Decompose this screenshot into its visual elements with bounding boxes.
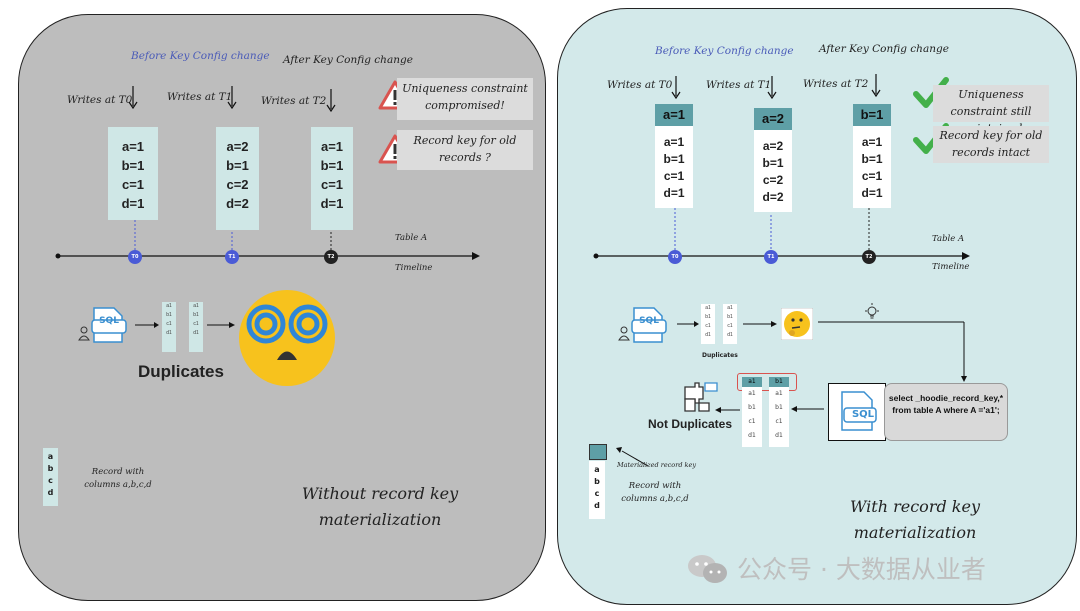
timeline-dot-t1 — [225, 250, 239, 264]
materialized-key-swatch — [589, 444, 607, 460]
warning-uniqueness: Uniqueness constraint compromised! — [397, 78, 533, 120]
record-field: d=1 — [121, 196, 145, 211]
record-field: c=1 — [663, 169, 685, 183]
dizzy-face-icon — [239, 290, 335, 386]
sql-file-label: SQL — [99, 316, 119, 326]
record-field: b=1 — [121, 158, 145, 173]
writes-label-t0: Writes at T0 — [67, 94, 133, 106]
record-field: c=1 — [861, 169, 883, 183]
materialized-key-label: Materialized record key — [617, 461, 697, 469]
after-key-config-label: After Key Config change — [819, 43, 949, 55]
legend-text: Record with columns a,b,c,d — [621, 481, 689, 504]
record-box-t1: a=2 b=1 c=2 d=2 — [216, 127, 259, 230]
record-field: a=2 — [226, 139, 249, 154]
sql-file-label: SQL — [639, 316, 659, 326]
legend-text: Record with columns a,b,c,d — [84, 467, 152, 490]
warning-record-key: Record key for old records ? — [397, 130, 533, 170]
writes-label-t1: Writes at T1 — [706, 79, 772, 91]
record-box-t2: a=1 b=1 c=1 d=1 — [311, 127, 353, 230]
timeline-label: Timeline — [932, 262, 970, 272]
sql-file-icon — [91, 307, 127, 343]
left-arrows — [55, 86, 480, 328]
after-key-config-label: After Key Config change — [283, 54, 413, 66]
sql-query-label: SQL — [851, 409, 875, 420]
record-field: c=2 — [226, 177, 249, 192]
record-field: d=2 — [762, 190, 784, 204]
writes-label-t0: Writes at T0 — [607, 79, 673, 91]
tick-label-t0: T0 — [671, 254, 679, 260]
record-field: a=1 — [121, 139, 145, 154]
timeline-label: Timeline — [395, 263, 433, 273]
keyed-record-box-t0: a=1 a=1 b=1 c=1 d=1 — [655, 104, 693, 208]
record-field: a=1 — [861, 135, 883, 149]
user-icon — [78, 326, 90, 341]
sql-query-text: select _hoodie_record_key,* from table A… — [884, 383, 1008, 441]
record-field: c=1 — [320, 177, 344, 192]
right-arrows — [593, 74, 970, 467]
record-field: d=1 — [320, 196, 344, 211]
record-field: b=1 — [861, 152, 883, 166]
duplicates-label: Duplicates — [138, 362, 224, 381]
puzzle-icon — [684, 382, 718, 412]
highlight-keys — [737, 373, 797, 391]
table-label: Table A — [395, 233, 428, 243]
record-field: b=1 — [762, 156, 784, 170]
check-record-key: Record key for old records intact — [933, 126, 1049, 163]
record-field: a=1 — [320, 139, 344, 154]
sql-file-icon — [631, 307, 667, 343]
record-key-header: b=1 — [853, 104, 891, 126]
keyed-record-box-t1: a=2 a=2 b=1 c=2 d=2 — [754, 108, 792, 212]
writes-label-t2: Writes at T2 — [261, 95, 327, 107]
record-field: d=2 — [226, 196, 249, 211]
record-field: a=1 — [663, 135, 685, 149]
tick-label-t0: T0 — [131, 254, 139, 260]
duplicates-small-label: Duplicates — [702, 352, 738, 359]
record-key-header: a=1 — [655, 104, 693, 126]
keyed-record-box-t2: b=1 a=1 b=1 c=1 d=1 — [853, 104, 891, 208]
before-key-config-label: Before Key Config change — [655, 45, 794, 57]
record-field: c=2 — [762, 173, 784, 187]
record-field: b=1 — [320, 158, 344, 173]
watermark-text: 公众号 · 大数据从业者 — [737, 555, 986, 584]
right-title: With record key materialization — [850, 497, 980, 542]
check-uniqueness: Uniqueness constraint still maintained — [933, 85, 1049, 135]
timeline-dot-t0 — [128, 250, 142, 264]
thinking-face-icon — [781, 308, 813, 340]
left-title: Without record key materialization — [301, 484, 459, 529]
tick-label-t2: T2 — [327, 254, 335, 260]
record-field: b=1 — [226, 158, 249, 173]
record-field: d=1 — [861, 186, 883, 200]
writes-label-t2: Writes at T2 — [803, 78, 869, 90]
writes-label-t1: Writes at T1 — [167, 91, 233, 103]
record-key-header: a=2 — [754, 108, 792, 130]
record-field: b=1 — [663, 152, 685, 166]
tick-label-t2: T2 — [865, 254, 873, 260]
user-icon — [618, 326, 630, 341]
record-field: a=2 — [762, 139, 784, 153]
record-field: c=1 — [121, 177, 145, 192]
not-duplicates-label: Not Duplicates — [648, 417, 733, 431]
tick-label-t1: T1 — [767, 254, 775, 260]
timeline-dot-t2 — [324, 250, 338, 264]
record-box-t0: a=1 b=1 c=1 d=1 — [108, 127, 158, 220]
table-label: Table A — [932, 234, 965, 244]
tick-label-t1: T1 — [228, 254, 236, 260]
lightbulb-icon — [865, 303, 879, 319]
sql-file-icon — [841, 391, 877, 431]
record-field: d=1 — [663, 186, 685, 200]
wechat-icon — [688, 555, 727, 583]
before-key-config-label: Before Key Config change — [131, 50, 270, 62]
